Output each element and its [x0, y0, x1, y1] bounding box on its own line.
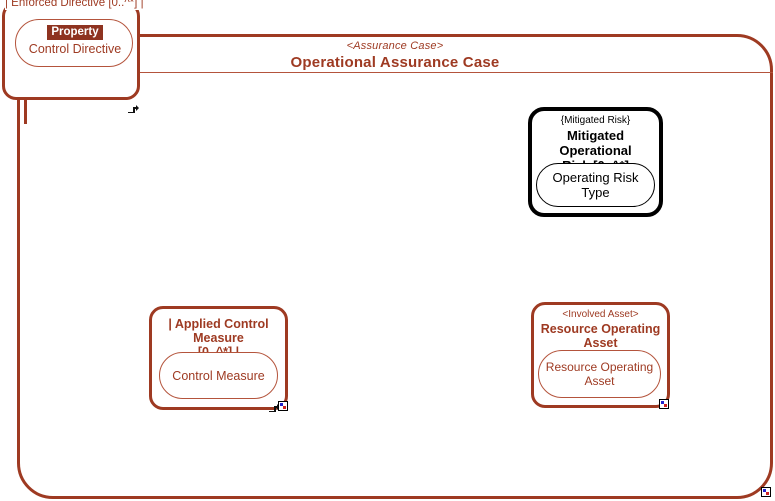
enforced-directive-connector: [24, 100, 27, 124]
element-badge-icon-assurance-case[interactable]: [761, 487, 771, 497]
resource-operating-asset-type-label: Resource Operating Asset: [545, 360, 654, 388]
element-badge-icon-control-measure[interactable]: [278, 401, 288, 411]
resource-operating-asset-type-capsule[interactable]: Resource Operating Asset: [538, 350, 661, 398]
enforced-directive-property-tag[interactable]: Property: [16, 22, 134, 40]
resource-operating-asset-title-line1: Resource Operating Asset: [540, 322, 661, 350]
mitigated-risk-title-line1: Mitigated Operational: [559, 128, 632, 158]
assurance-case-header-divider: [17, 72, 773, 73]
mitigated-risk-type-label: Operating Risk Type: [552, 170, 639, 200]
assurance-case-stereotype: <Assurance Case>: [346, 40, 444, 52]
applied-control-measure-type-label: Control Measure: [172, 368, 265, 383]
assurance-case-block[interactable]: [17, 34, 773, 499]
resource-operating-asset-stereotype: <Involved Asset>: [562, 309, 639, 320]
arrow-step-marker-icon-control-measure[interactable]: [269, 400, 280, 412]
applied-control-measure-type-capsule[interactable]: Control Measure: [159, 352, 278, 399]
applied-control-measure-title-line1: | Applied Control Measure: [168, 317, 269, 345]
arrow-step-marker-icon[interactable]: [128, 101, 139, 113]
mitigated-risk-type-capsule[interactable]: Operating Risk Type: [536, 163, 655, 207]
enforced-directive-label: | Enforced Directive [0..^*] |: [5, 0, 144, 10]
enforced-directive-type-capsule[interactable]: Property Control Directive: [15, 19, 133, 67]
element-badge-icon-operating-asset[interactable]: [659, 399, 669, 409]
property-tag-text: Property: [47, 25, 103, 40]
assurance-case-header: <Assurance Case> Operational Assurance C…: [150, 40, 640, 72]
part-enforced-directive[interactable]: | Enforced Directive [0..^*] | Property …: [2, 0, 144, 100]
assurance-case-title: Operational Assurance Case: [290, 54, 500, 71]
enforced-directive-type-label: Control Directive: [28, 42, 122, 56]
mitigated-risk-stereotype: {Mitigated Risk}: [560, 115, 631, 126]
